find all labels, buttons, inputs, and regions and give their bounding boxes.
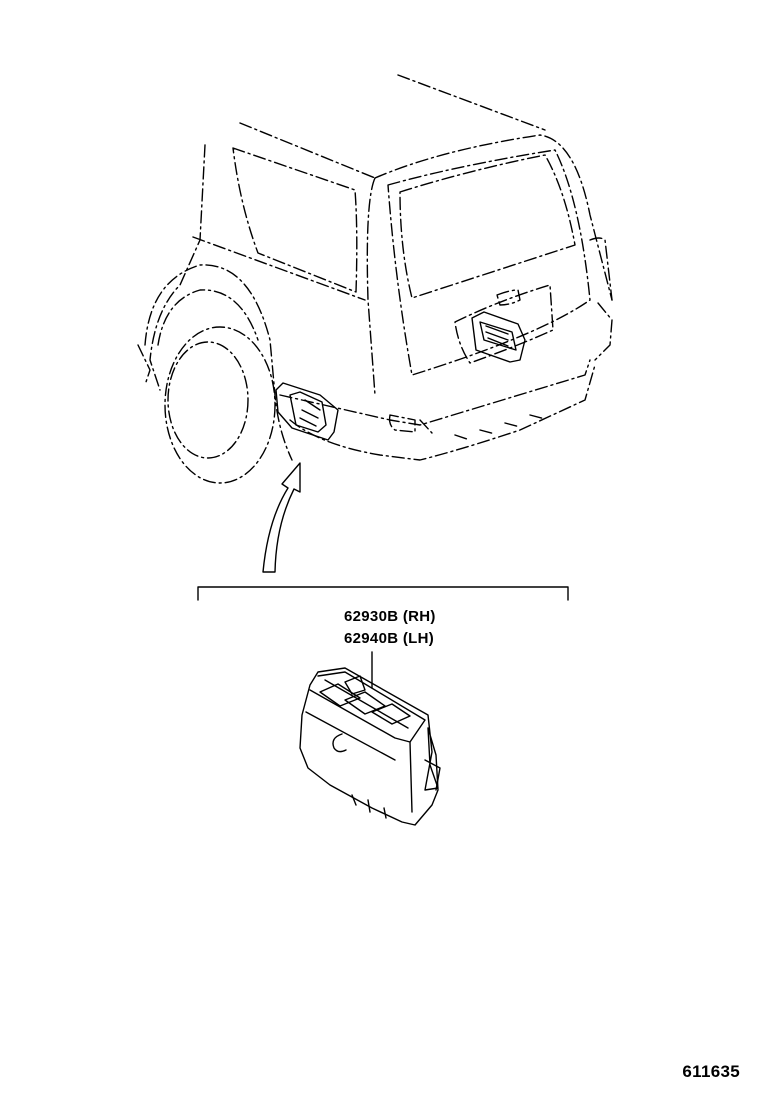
part-label-rh: 62930B (RH) xyxy=(344,608,436,625)
group-bracket xyxy=(197,586,569,601)
reflector-left-on-vehicle xyxy=(275,382,339,441)
vehicle-outline xyxy=(137,74,613,461)
part-label-lh: 62940B (LH) xyxy=(344,630,435,647)
reflector-right-on-vehicle xyxy=(471,311,526,363)
wheel xyxy=(164,326,276,484)
pointer-arrow xyxy=(262,462,301,573)
figure-number: 611635 xyxy=(682,1062,740,1081)
reflector-part xyxy=(299,667,441,826)
